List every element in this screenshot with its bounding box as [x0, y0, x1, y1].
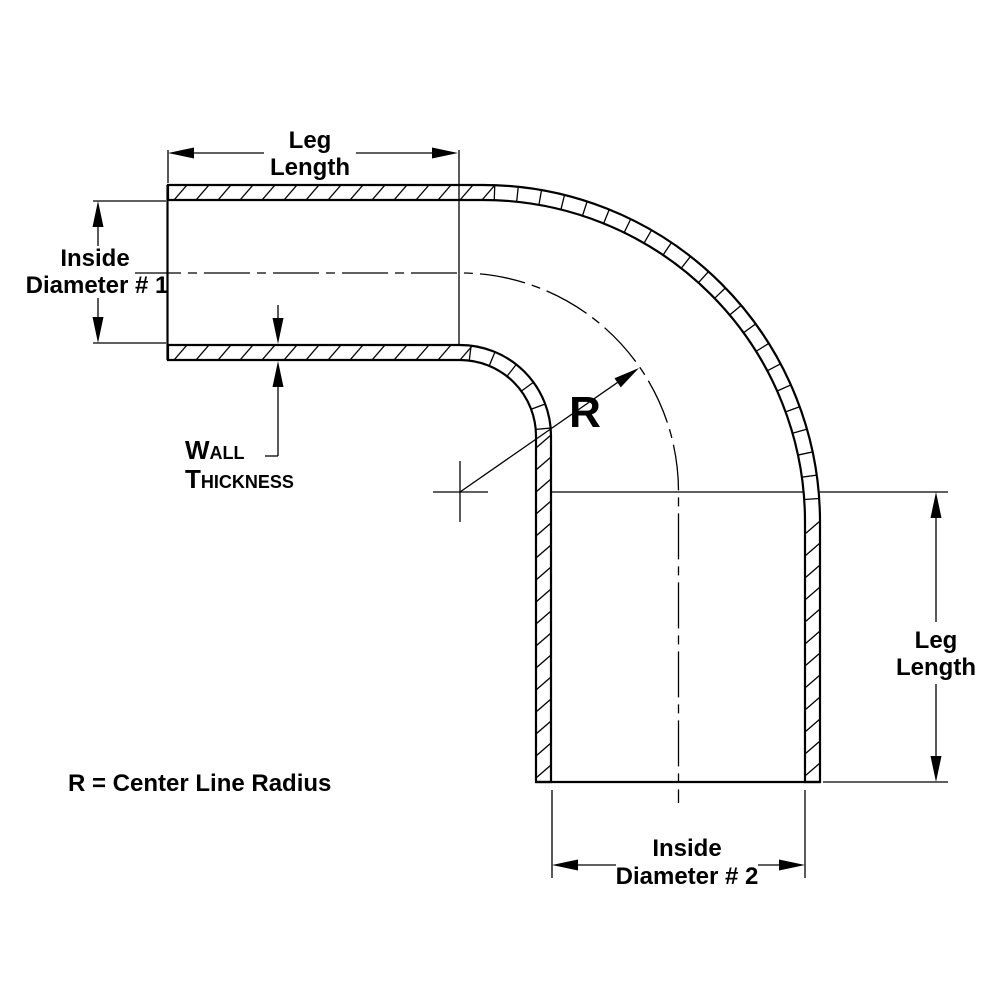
- leg-length-top-label-line1: Leg: [289, 127, 332, 154]
- dimension-lines-over: [433, 150, 635, 522]
- labels: Leg Length Inside Diameter # 1 Wall Thic…: [26, 127, 976, 890]
- pipe-centerline: [135, 272, 680, 803]
- inside-diameter-2-label-line2: Diameter # 2: [616, 863, 759, 890]
- inside-diameter-2-label-line1: Inside: [652, 835, 721, 862]
- inside-diameter-1-label-line1: Inside: [60, 245, 129, 272]
- wall-thickness-label-line2: Thickness: [185, 464, 294, 494]
- dimension-lines-under: [93, 150, 948, 878]
- pipe-inner-wall: [166, 343, 553, 784]
- leg-length-right-label-line2: Length: [896, 654, 976, 681]
- hatching-outer-wall: [173, 185, 820, 777]
- dimension-arrowheads: [92, 147, 942, 871]
- leg-length-top-label-line2: Length: [270, 154, 350, 181]
- inside-diameter-1-label-line2: Diameter # 1: [26, 272, 169, 299]
- hatching-inner-wall: [173, 345, 551, 779]
- leg-length-right-label-line1: Leg: [915, 627, 958, 654]
- radius-label: R: [569, 388, 601, 437]
- centerline-radius-note: R = Center Line Radius: [68, 770, 331, 797]
- wall-thickness-label-line1: Wall: [185, 435, 245, 465]
- pipe-end-faces: [166, 185, 820, 784]
